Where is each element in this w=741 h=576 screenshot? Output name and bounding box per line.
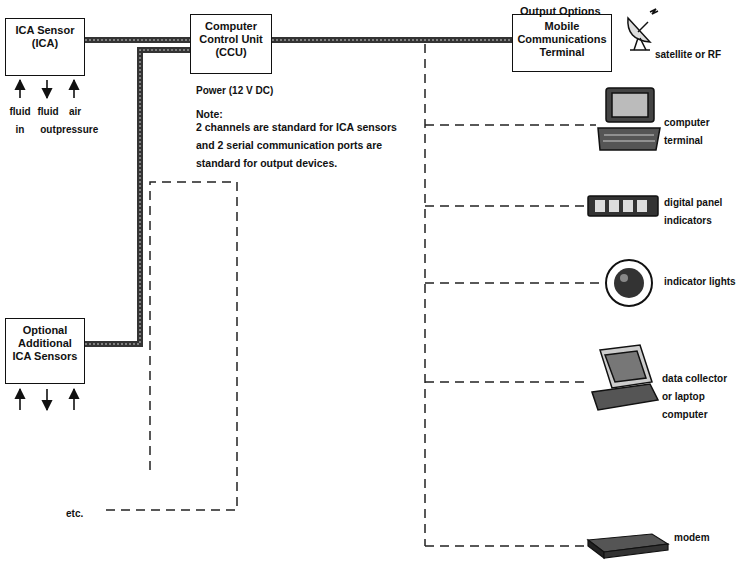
port-label: fluid in [9,106,30,135]
component-box: Computer Control Unit (CCU) [190,14,272,74]
cable-connector [272,40,512,41]
cable-texture [85,50,190,344]
port-label: air pressure [56,106,98,135]
cable-connector [85,50,190,344]
modem-icon [588,534,668,558]
satellite-dish-icon [628,9,658,50]
label-holder: Power (12 V DC) [196,80,336,98]
label-holder: 2 channels are standard for ICA sensors … [196,117,401,171]
label-holder: computer terminal [664,112,736,148]
output-label: digital panel indicators [664,197,722,226]
label-holder: etc. [66,503,106,521]
cable-line [272,37,512,43]
output-label: satellite or RF [655,49,721,60]
note-heading: Note: [196,108,223,120]
label-holder: Note: [196,104,256,122]
cable-connector [85,40,190,41]
box-label: Computer Control Unit (CCU) [194,20,268,60]
port-label: fluid out [37,106,58,135]
output-label: modem [674,532,710,543]
label-holder: air pressure [56,101,94,137]
computer-terminal-icon [598,88,660,150]
cable-line [85,50,190,344]
label-holder: digital panel indicators [664,192,738,228]
label-holder: satellite or RF [655,44,725,62]
note-text: 2 channels are standard for ICA sensors … [196,121,397,169]
box-label: Optional Additional ICA Sensors [9,324,81,364]
label-holder: modem [674,527,734,545]
cable-texture [272,39,512,41]
component-box: ICA Sensor (ICA) [5,18,85,76]
output-label: indicator lights [664,276,736,287]
label-holder: Output Options [520,1,630,19]
label-holder: fluid in [5,101,35,137]
indicator-light-icon [606,260,652,306]
output-label: computer terminal [664,117,710,146]
laptop-icon [592,345,658,410]
output-label: data collector or laptop computer [662,373,727,420]
box-label: ICA Sensor (ICA) [9,24,81,50]
label-holder: indicator lights [664,271,736,289]
power-label: Power (12 V DC) [196,85,273,96]
dashed-links [100,44,604,546]
box-label: Mobile Communications Terminal [516,20,608,60]
continuation-label: etc. [66,508,83,519]
component-box: Mobile Communications Terminal [512,14,612,72]
cable-texture [85,39,190,41]
digital-panel-icon [588,196,658,216]
label-holder: data collector or laptop computer [662,368,738,422]
cable-line [85,37,190,43]
component-box: Optional Additional ICA Sensors [5,318,85,384]
heading: Output Options [520,5,601,17]
